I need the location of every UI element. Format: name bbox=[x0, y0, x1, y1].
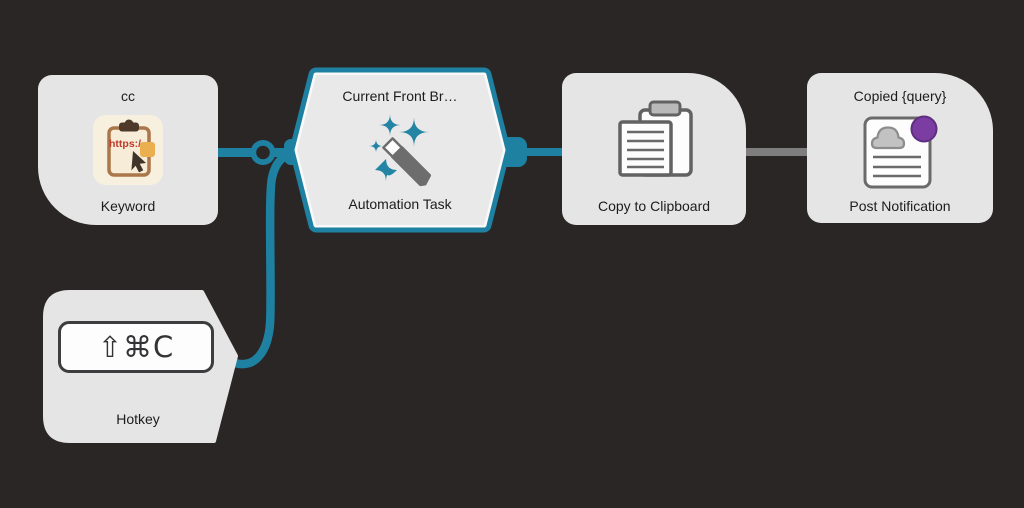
connection-junction-hole bbox=[256, 145, 270, 160]
notification-card-icon bbox=[863, 115, 938, 189]
node-post-notification[interactable]: Copied {query} Post Notification bbox=[807, 73, 993, 223]
copy-clipboard-icon bbox=[618, 100, 693, 177]
magic-wand-icon bbox=[369, 114, 432, 187]
node-keyword[interactable]: cc https:/ Keyword bbox=[38, 75, 218, 225]
hotkey-label: Hotkey bbox=[116, 411, 160, 427]
node-automation-task[interactable]: Current Front Br… Automation Task bbox=[285, 63, 515, 237]
keyword-icon-https-text: https:/ bbox=[109, 138, 142, 150]
node-copy-to-clipboard[interactable]: Copy to Clipboard bbox=[562, 73, 746, 225]
keyword-label: Keyword bbox=[100, 198, 156, 214]
hotkey-keycap[interactable]: ⇧⌘C bbox=[58, 321, 214, 373]
clipboard-url-icon bbox=[93, 115, 163, 185]
connection-hotkey-to-automation[interactable] bbox=[230, 148, 305, 369]
automation-title: Current Front Br… bbox=[342, 88, 458, 104]
notification-badge-dot bbox=[910, 115, 938, 143]
node-hotkey[interactable]: ⇧⌘C Hotkey bbox=[43, 288, 243, 446]
keyword-title: cc bbox=[121, 88, 135, 104]
copy-label: Copy to Clipboard bbox=[597, 198, 711, 214]
notification-label: Post Notification bbox=[849, 198, 951, 214]
hotkey-shortcut-text: ⇧⌘C bbox=[97, 330, 175, 364]
automation-label: Automation Task bbox=[348, 196, 452, 212]
notification-title: Copied {query} bbox=[853, 88, 947, 104]
